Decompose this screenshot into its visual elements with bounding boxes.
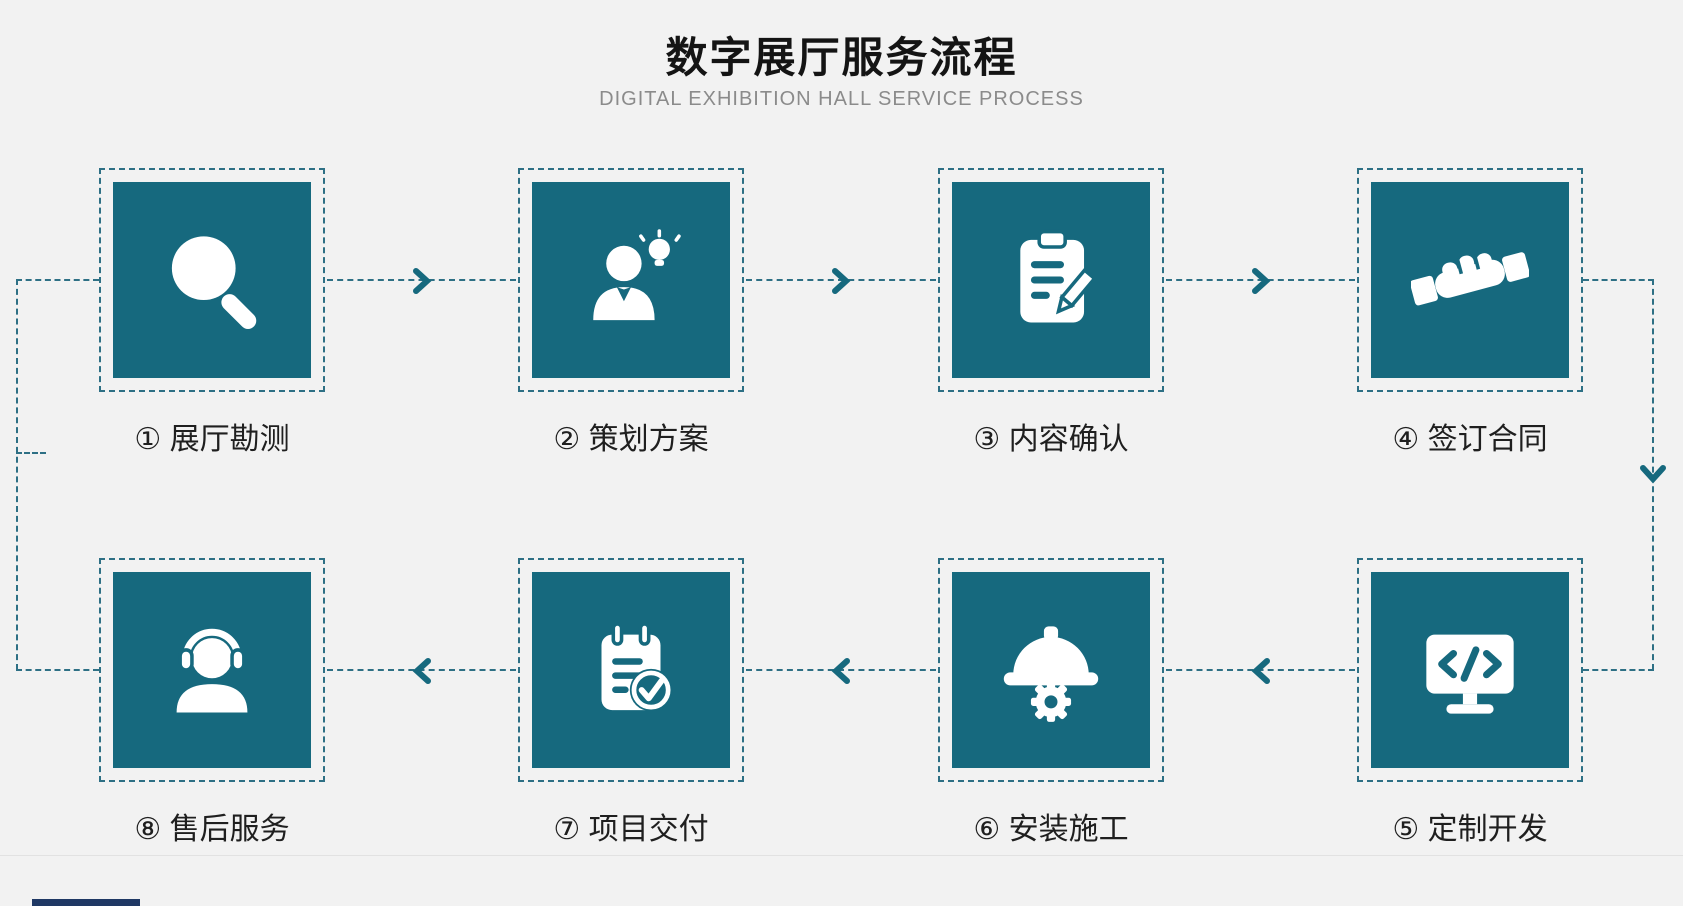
connector-step2-step3	[746, 268, 936, 294]
connector-right-bottom-stub	[1583, 669, 1654, 671]
connector-step1-step2	[327, 268, 516, 294]
connector-left-tick	[16, 452, 46, 454]
step-7: ⑦ 项目交付	[518, 558, 744, 848]
connector-step7-step8	[327, 658, 516, 684]
step-6-box	[938, 558, 1164, 782]
arrow-right-icon	[1251, 268, 1270, 294]
arrow-left-icon	[831, 658, 850, 684]
step-1: ① 展厅勘测	[99, 168, 325, 458]
footer-accent-bar	[32, 899, 140, 906]
connector-left-vertical	[16, 279, 18, 670]
section-divider	[0, 855, 1683, 856]
step-4-tile	[1371, 182, 1569, 378]
arrow-right-icon	[412, 268, 431, 294]
connector-step3-step4	[1166, 268, 1355, 294]
step-5: ⑤ 定制开发	[1357, 558, 1583, 848]
code-monitor-icon	[1426, 634, 1514, 714]
helmet-gear-icon	[1003, 626, 1099, 722]
arrow-right-icon	[832, 268, 851, 294]
connector-right-top-stub	[1583, 279, 1654, 281]
step-3-label: ③ 内容确认	[973, 423, 1129, 456]
step-2-box	[518, 168, 744, 392]
step-4: ④ 签订合同	[1357, 168, 1583, 458]
step-5-box	[1357, 558, 1583, 782]
step-5-tile	[1371, 572, 1569, 768]
handshake-icon	[1411, 252, 1529, 306]
step-6-label: ⑥ 安装施工	[973, 813, 1129, 846]
step-7-box	[518, 558, 744, 782]
arrow-left-icon	[1251, 658, 1270, 684]
connector-left-top-stub	[16, 279, 99, 281]
page-title: 数字展厅服务流程	[665, 34, 1018, 81]
step-1-box	[99, 168, 325, 392]
step-8: ⑧ 售后服务	[99, 558, 325, 848]
arrow-down-icon	[1640, 465, 1666, 484]
step-4-label: ④ 签订合同	[1392, 423, 1548, 456]
connector-step6-step7	[746, 658, 936, 684]
page-subtitle: DIGITAL EXHIBITION HALL SERVICE PROCESS	[599, 88, 1084, 110]
step-3: ③ 内容确认	[938, 168, 1164, 458]
arrow-left-icon	[412, 658, 431, 684]
connector-left-bottom-stub	[16, 669, 99, 671]
step-4-box	[1357, 168, 1583, 392]
support-agent-icon	[176, 628, 248, 713]
step-3-box	[938, 168, 1164, 392]
step-8-tile	[113, 572, 311, 768]
magnifier-icon	[171, 236, 257, 329]
step-1-tile	[113, 182, 311, 378]
step-2: ② 策划方案	[518, 168, 744, 458]
step-2-label: ② 策划方案	[553, 423, 709, 456]
connector-right-vertical	[1640, 279, 1666, 670]
step-8-box	[99, 558, 325, 782]
checklist-icon	[601, 622, 673, 712]
planner-idea-icon	[593, 229, 681, 321]
step-8-label: ⑧ 售后服务	[134, 813, 290, 846]
step-7-tile	[532, 572, 730, 768]
step-2-tile	[532, 182, 730, 378]
step-1-label: ① 展厅勘测	[134, 423, 290, 456]
connector-step5-step6	[1166, 658, 1355, 684]
step-3-tile	[952, 182, 1150, 378]
step-6: ⑥ 安装施工	[938, 558, 1164, 848]
step-6-tile	[952, 572, 1150, 768]
clipboard-edit-icon	[1020, 229, 1098, 323]
step-7-label: ⑦ 项目交付	[553, 813, 709, 846]
step-5-label: ⑤ 定制开发	[1392, 813, 1548, 846]
